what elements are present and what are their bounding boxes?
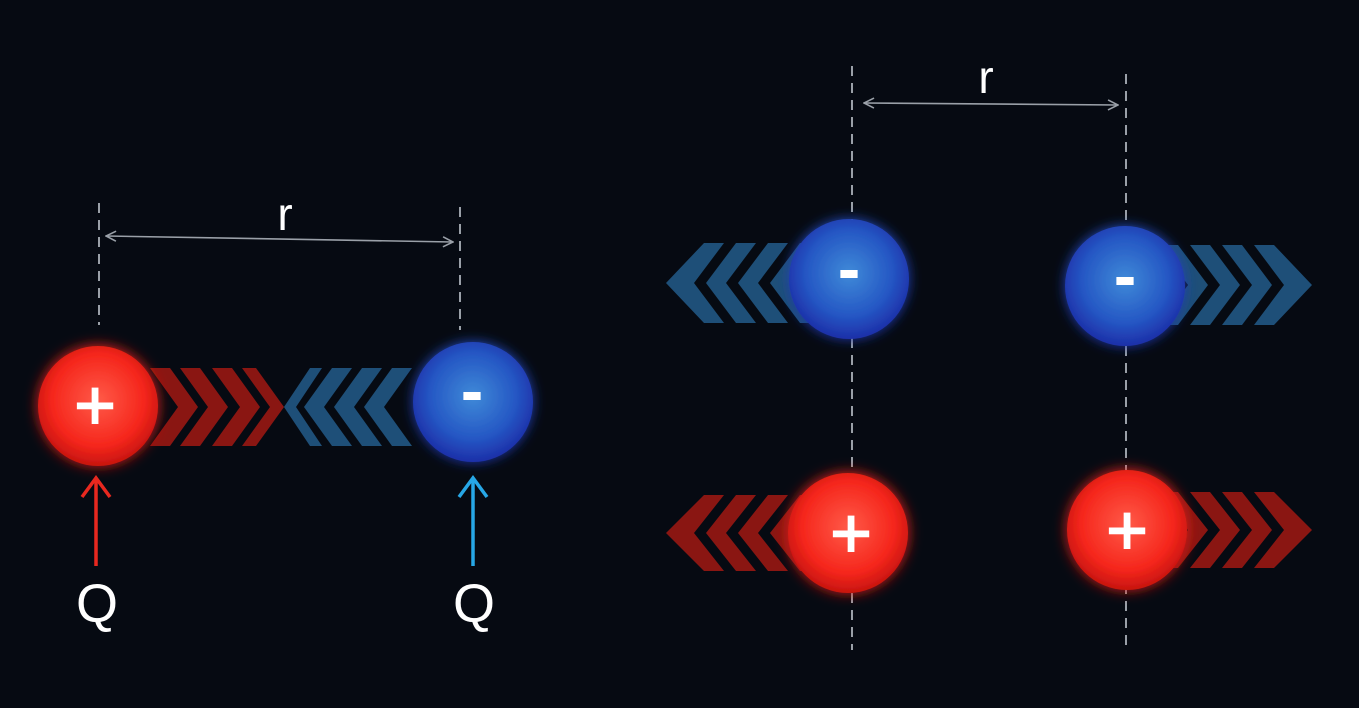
force-chevron-icon	[242, 368, 284, 446]
arrowhead-icon	[80, 475, 112, 499]
force-chevron-icon	[1222, 492, 1272, 568]
left-force-arrows-positive	[150, 368, 284, 446]
left-distance-arrow	[106, 236, 453, 242]
force-chevron-icon	[212, 368, 260, 446]
right-distance-label: r	[978, 51, 993, 103]
force-chevron-icon	[364, 368, 412, 446]
force-chevron-icon	[304, 368, 352, 446]
left-force-arrows-negative	[284, 368, 412, 446]
right-panel: r -	[666, 51, 1312, 650]
force-chevron-icon	[1158, 245, 1208, 325]
force-chevron-icon	[1190, 492, 1240, 568]
force-chevron-icon	[666, 243, 724, 323]
force-chevron-icon	[1254, 492, 1312, 568]
negative-charge-sphere	[1065, 226, 1185, 346]
charge-sign: +	[827, 498, 876, 566]
left-panel: r + - Q	[38, 188, 533, 634]
bottom-right-force-arrows	[1158, 492, 1312, 568]
charge-sign: -	[460, 361, 483, 426]
force-chevron-icon	[1254, 245, 1312, 325]
force-chevron-icon	[738, 243, 788, 323]
force-chevron-icon	[706, 243, 756, 323]
left-distance-label: r	[277, 188, 292, 240]
positive-charge-sphere	[788, 473, 908, 593]
positive-charge-sphere	[1067, 470, 1187, 590]
top-right-charge: -	[1065, 226, 1185, 346]
top-right-force-arrows	[1158, 245, 1312, 325]
positive-charge-sphere	[38, 346, 158, 466]
charge-sign: -	[837, 239, 860, 304]
right-distance-arrow	[864, 103, 1118, 105]
arrowhead-icon	[457, 475, 489, 499]
force-chevron-icon	[150, 368, 198, 446]
bottom-left-charge: +	[788, 473, 908, 593]
q-pointer-negative: Q	[453, 475, 495, 634]
top-left-charge: -	[789, 219, 909, 339]
negative-charge-sphere	[789, 219, 909, 339]
force-chevron-icon	[1222, 245, 1272, 325]
left-charge-negative: -	[413, 342, 533, 462]
force-chevron-icon	[180, 368, 228, 446]
force-chevron-icon	[1158, 492, 1208, 568]
force-chevron-icon	[666, 495, 724, 571]
force-chevron-icon	[1190, 245, 1240, 325]
force-chevron-icon	[738, 495, 788, 571]
q-pointer-positive: Q	[76, 475, 118, 634]
negative-charge-sphere	[413, 342, 533, 462]
force-chevron-icon	[284, 368, 322, 446]
charge-sign: +	[71, 370, 120, 438]
top-left-force-arrows	[666, 243, 820, 323]
charge-sign: +	[1103, 495, 1152, 563]
left-charge-positive: +	[38, 346, 158, 466]
charge-label: Q	[453, 574, 495, 634]
force-chevron-icon	[334, 368, 382, 446]
charge-sign: -	[1113, 246, 1136, 311]
force-chevron-icon	[706, 495, 756, 571]
bottom-right-charge: +	[1067, 470, 1187, 590]
charge-label: Q	[76, 574, 118, 634]
